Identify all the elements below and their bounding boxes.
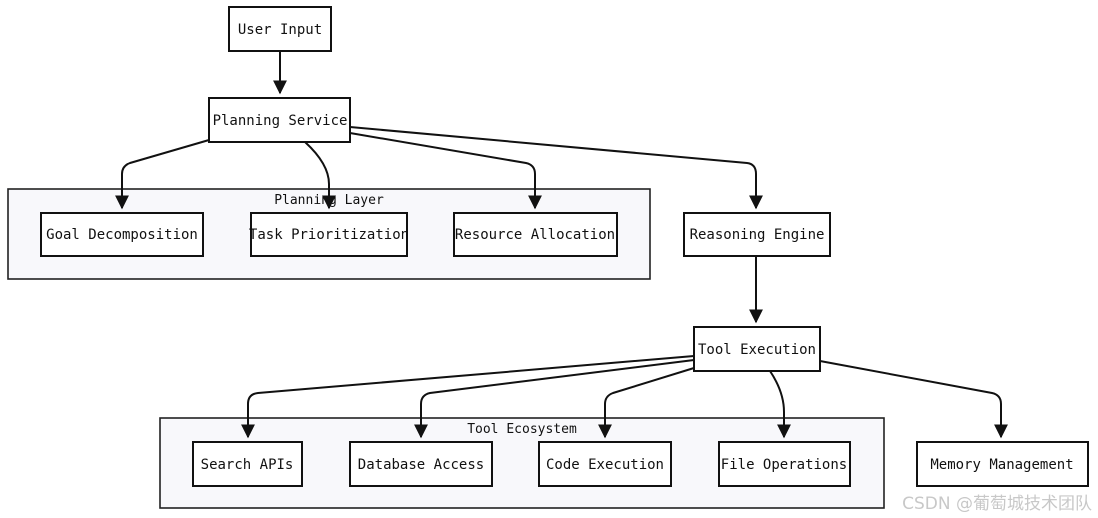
memory-management-label: Memory Management [930, 457, 1073, 473]
resource-allocation-label: Resource Allocation [455, 227, 615, 243]
edge-planning-service-to-resource-allocation [349, 132, 542, 210]
watermark: CSDN @葡萄城技术团队 [902, 494, 1092, 514]
tool-execution-node[interactable]: Tool Execution [693, 326, 821, 372]
planning-layer-label: Planning Layer [274, 193, 384, 208]
edge-tool-execution-to-file-operations [769, 370, 791, 439]
goal-decomposition-node[interactable]: Goal Decomposition [40, 212, 204, 257]
code-execution-node[interactable]: Code Execution [538, 441, 672, 487]
edge-tool-execution-to-database-access [414, 359, 695, 439]
edge-tool-execution-to-memory-management [819, 360, 1008, 439]
user-input-label: User Input [238, 22, 322, 38]
planning-service-label: Planning Service [213, 113, 348, 129]
edge-planning-service-to-reasoning-engine [349, 126, 763, 210]
edge-tool-execution-to-code-execution [598, 367, 695, 439]
user-input-node[interactable]: User Input [228, 6, 332, 52]
task-prioritization-label: Task Prioritization [249, 227, 409, 243]
task-prioritization-node[interactable]: Task Prioritization [249, 212, 409, 257]
tool-execution-label: Tool Execution [698, 342, 816, 358]
goal-decomposition-label: Goal Decomposition [46, 227, 198, 243]
resource-allocation-node[interactable]: Resource Allocation [453, 212, 618, 257]
edge-planning-service-to-goal-decomposition [115, 139, 210, 210]
search-apis-label: Search APIs [201, 457, 294, 473]
tool-ecosystem-label: Tool Ecosystem [467, 422, 577, 437]
reasoning-engine-label: Reasoning Engine [690, 227, 825, 243]
file-operations-node[interactable]: File Operations [718, 441, 851, 487]
database-access-label: Database Access [358, 457, 484, 473]
edge-planning-service-to-task-prioritization [304, 141, 336, 210]
edge-tool-execution-to-search-apis [241, 355, 695, 439]
edges [115, 52, 1008, 439]
planning-service-node[interactable]: Planning Service [208, 97, 351, 143]
database-access-node[interactable]: Database Access [349, 441, 493, 487]
code-execution-label: Code Execution [546, 457, 664, 473]
search-apis-node[interactable]: Search APIs [192, 441, 303, 487]
file-operations-label: File Operations [721, 457, 847, 473]
reasoning-engine-node[interactable]: Reasoning Engine [683, 212, 831, 257]
memory-management-node[interactable]: Memory Management [916, 441, 1089, 487]
